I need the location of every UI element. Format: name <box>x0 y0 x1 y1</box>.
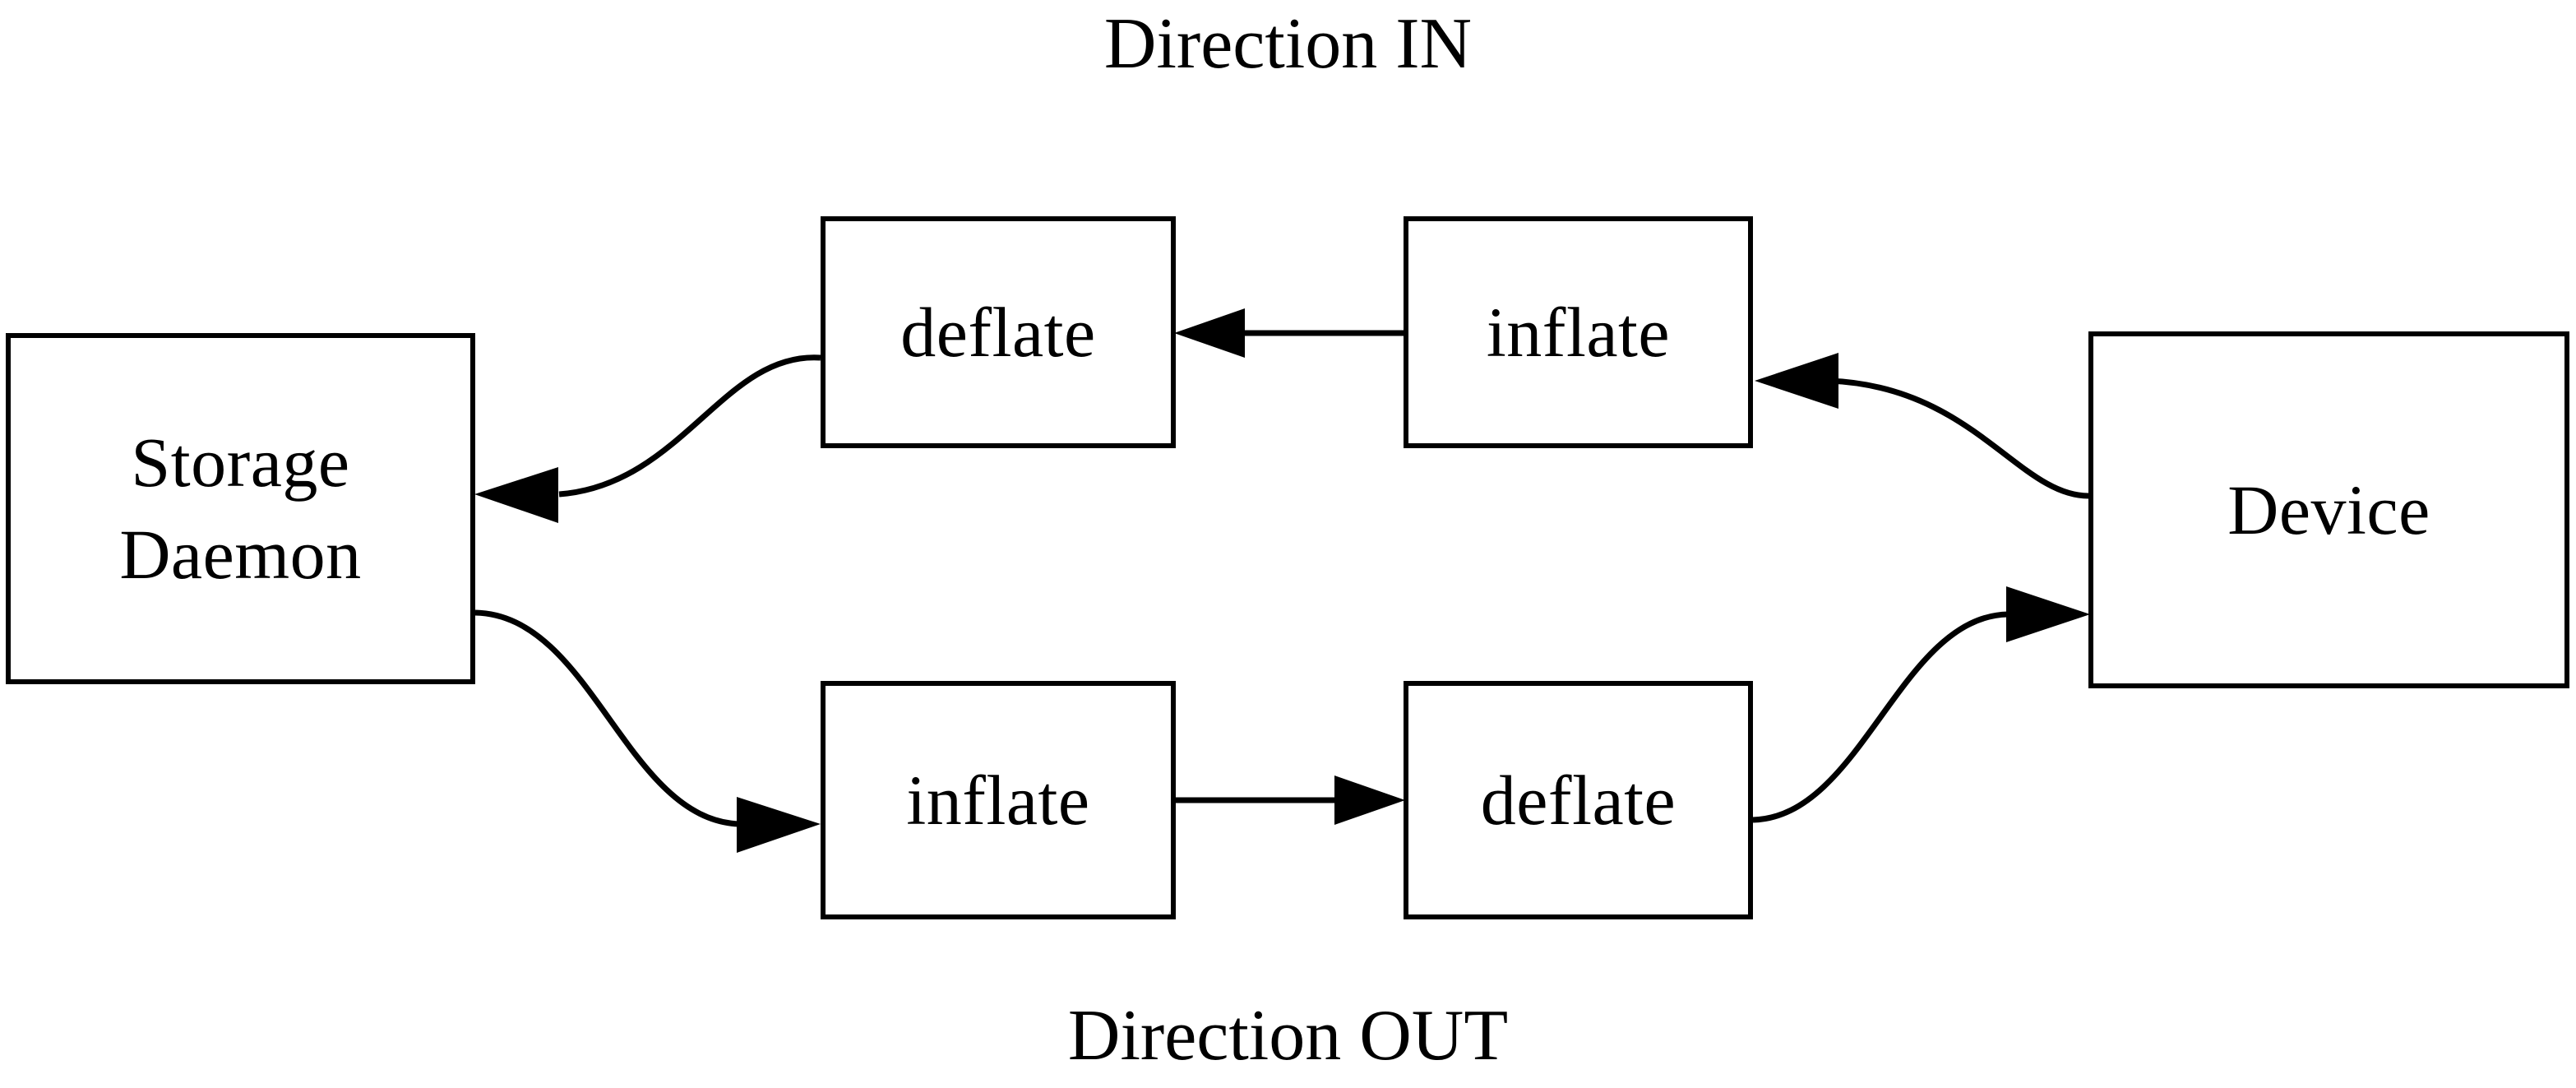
edge-device-to-inflate-in <box>1755 353 2089 499</box>
node-inflate-out-label: inflate <box>906 760 1090 840</box>
node-deflate-out[interactable]: deflate <box>1404 681 1753 919</box>
edge-deflate-in-to-storage-daemon <box>474 354 821 523</box>
node-inflate-in[interactable]: inflate <box>1404 216 1753 448</box>
edge-storage-daemon-to-inflate-out <box>474 609 821 853</box>
node-device[interactable]: Device <box>2088 331 2569 688</box>
direction-out-caption: Direction OUT <box>1067 996 1509 1076</box>
node-device-label: Device <box>2227 470 2430 549</box>
edge-inflate-in-to-deflate-in <box>1174 308 1404 358</box>
node-storage-daemon-label-line2: Daemon <box>119 514 362 594</box>
node-storage-daemon-label-line1: Storage <box>131 422 350 502</box>
node-storage-daemon[interactable]: Storage Daemon <box>6 333 475 684</box>
node-deflate-out-label: deflate <box>1480 760 1676 840</box>
node-inflate-out[interactable]: inflate <box>821 681 1176 919</box>
direction-in-caption: Direction IN <box>1103 4 1473 84</box>
node-inflate-in-label: inflate <box>1486 292 1671 372</box>
node-deflate-in[interactable]: deflate <box>821 216 1176 448</box>
node-deflate-in-label: deflate <box>900 292 1096 372</box>
edge-deflate-out-to-device <box>1752 586 2090 823</box>
edge-inflate-out-to-deflate-out <box>1176 775 1405 825</box>
